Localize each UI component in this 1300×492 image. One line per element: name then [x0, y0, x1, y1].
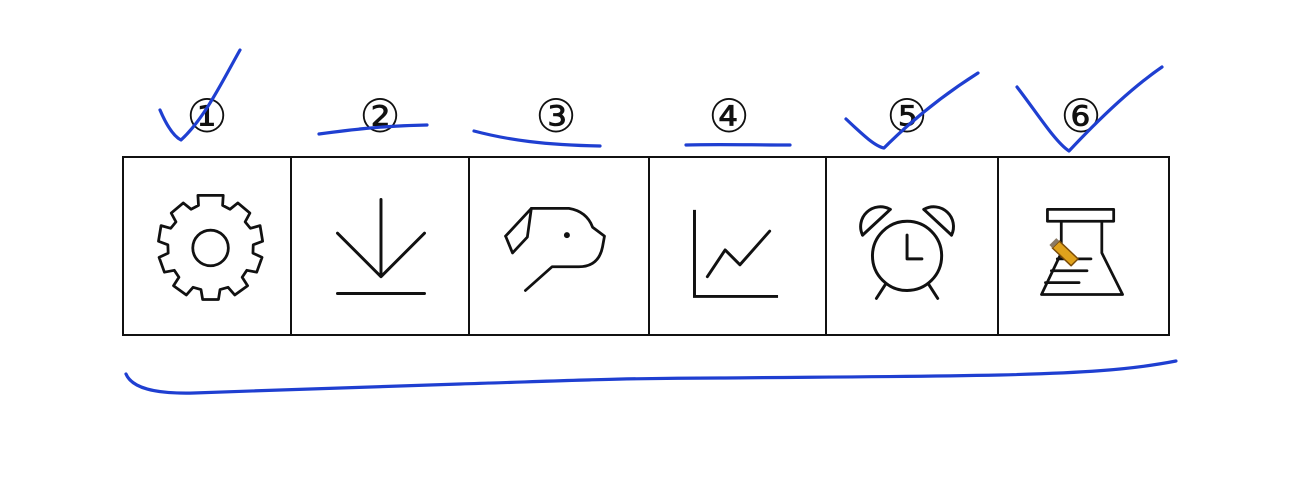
icon-cell-2[interactable] [292, 158, 470, 334]
alarm-clock-icon [859, 205, 955, 300]
icon-cell-1[interactable] [124, 158, 292, 334]
line-chart-icon [693, 209, 779, 298]
bracket-underline [124, 359, 1178, 395]
dog-icon [504, 207, 606, 292]
icon-cell-6[interactable] [999, 158, 1172, 334]
label-3: ③ [535, 89, 577, 143]
icon-panel [122, 156, 1170, 336]
icon-cell-5[interactable] [827, 158, 999, 334]
label-1: ① [186, 89, 228, 143]
icon-cell-4[interactable] [650, 158, 827, 334]
label-6: ⑥ [1060, 89, 1102, 143]
download-icon [336, 198, 426, 295]
gear-icon [157, 194, 265, 301]
icon-cell-3[interactable] [470, 158, 650, 334]
label-4: ④ [708, 89, 750, 143]
pencil-icon [1049, 238, 1079, 267]
flask-icon [1040, 208, 1124, 296]
label-2: ② [359, 89, 401, 143]
label-5: ⑤ [886, 89, 928, 143]
